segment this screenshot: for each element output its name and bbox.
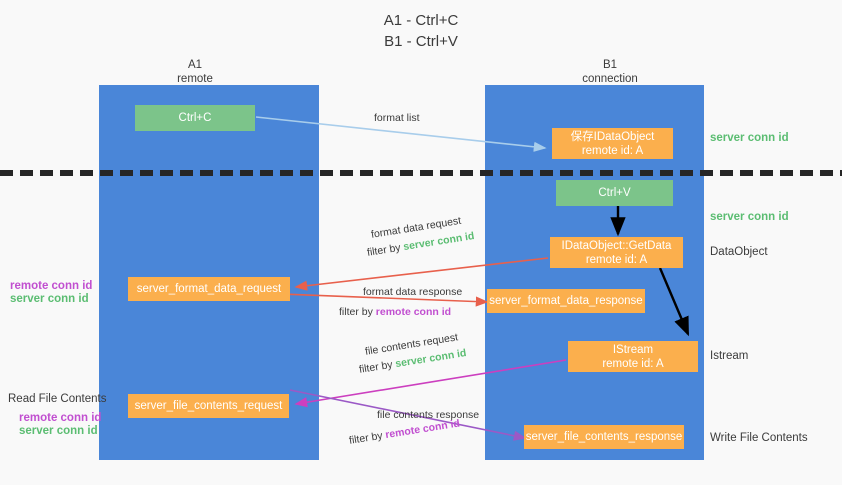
node-ctrl-v-label: Ctrl+V xyxy=(598,187,631,199)
node-server-file-contents-response[interactable]: server_file_contents_response xyxy=(524,425,684,449)
label-read-file-contents: Read File Contents xyxy=(8,393,107,405)
label-write-file-contents: Write File Contents xyxy=(710,432,808,444)
node-istream[interactable]: IStream remote id: A xyxy=(568,341,698,372)
node-save-dataobject-line1: 保存IDataObject xyxy=(570,130,655,143)
node-save-dataobject-line2: remote id: A xyxy=(581,144,644,157)
label-server-conn-id-2: server conn id xyxy=(19,425,98,437)
node-server-format-data-response-label: server_format_data_response xyxy=(489,295,643,307)
filter-prefix-3: filter by xyxy=(358,358,397,376)
clipboard-boundary-divider xyxy=(0,170,842,176)
filter-prefix-1: filter by xyxy=(366,241,405,259)
label-remote-conn-id-2: remote conn id xyxy=(19,412,102,424)
label-dataobject: DataObject xyxy=(710,246,768,258)
node-server-file-contents-request-label: server_file_contents_request xyxy=(134,400,283,412)
filter-prefix-4: filter by xyxy=(348,429,387,447)
label-remote-conn-id-1: remote conn id xyxy=(10,280,93,292)
node-ctrl-c-label: Ctrl+C xyxy=(178,112,212,124)
column-a1-role: remote xyxy=(177,73,213,85)
node-getdata-line2: remote id: A xyxy=(585,253,648,266)
node-server-file-contents-request[interactable]: server_file_contents_request xyxy=(128,394,289,418)
node-server-format-data-request-label: server_format_data_request xyxy=(136,283,282,295)
edge-label-format-data-response: format data response xyxy=(363,286,463,298)
filter-prefix-2: filter by xyxy=(339,306,376,318)
node-server-format-data-response[interactable]: server_format_data_response xyxy=(487,289,645,313)
label-istream: Istream xyxy=(710,350,749,362)
title-line-1: A1 - Ctrl+C xyxy=(383,12,459,29)
label-server-conn-id-1: server conn id xyxy=(10,293,89,305)
node-getdata-line1: IDataObject::GetData xyxy=(561,239,672,252)
column-a1-name: A1 xyxy=(187,59,203,71)
node-server-format-data-request[interactable]: server_format_data_request xyxy=(128,277,290,301)
label-server-conn-id-mid: server conn id xyxy=(710,211,789,223)
column-header-b1: B1 connection xyxy=(530,58,690,86)
node-istream-line2: remote id: A xyxy=(602,357,664,370)
label-server-conn-id-top: server conn id xyxy=(710,132,789,144)
edge-label-format-data-response-filter: filter by remote conn id xyxy=(339,305,451,320)
node-istream-line1: IStream xyxy=(612,343,654,356)
column-b1-role: connection xyxy=(582,73,638,85)
node-ctrl-v[interactable]: Ctrl+V xyxy=(556,180,673,206)
column-b1-name: B1 xyxy=(602,59,618,71)
edge-label-format-list: format list xyxy=(374,112,420,124)
edge-label-file-contents-response: file contents response xyxy=(377,409,480,421)
node-ctrl-c[interactable]: Ctrl+C xyxy=(135,105,255,131)
title-line-2: B1 - Ctrl+V xyxy=(384,33,458,50)
node-getdata[interactable]: IDataObject::GetData remote id: A xyxy=(550,237,683,268)
node-server-file-contents-response-label: server_file_contents_response xyxy=(525,431,683,443)
filter-key-2: remote conn id xyxy=(375,306,452,318)
column-header-a1: A1 remote xyxy=(115,58,275,86)
page-title: A1 - Ctrl+C B1 - Ctrl+V xyxy=(0,10,842,52)
node-save-dataobject[interactable]: 保存IDataObject remote id: A xyxy=(552,128,673,159)
